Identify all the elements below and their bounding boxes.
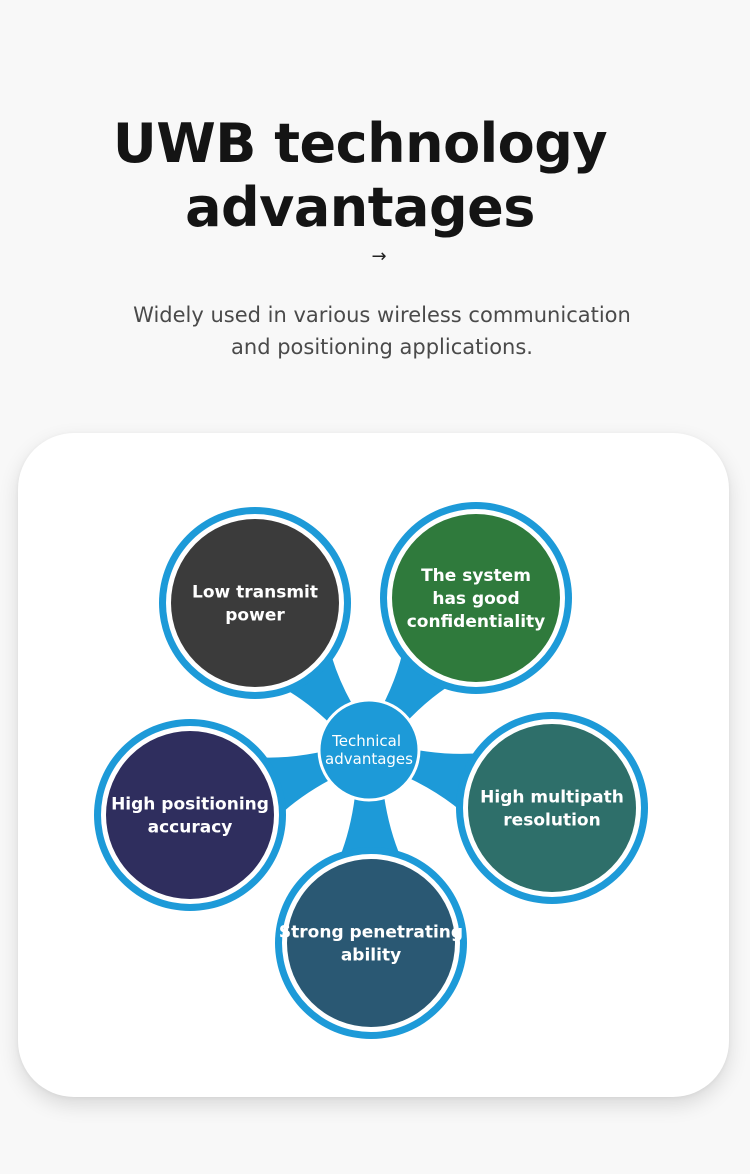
advantage-nodes: Low transmit power The system has good confi… [106,514,636,1027]
node-circle-strong-penetrating-ability [287,859,455,1027]
node-high-multipath-resolution: High multipath resolution [468,724,636,892]
node-label-line: High positioning [111,795,269,815]
node-circle-low-transmit-power [171,519,339,687]
node-label-line: accuracy [148,818,233,838]
node-good-confidentiality: The system has good confidentiality [392,514,560,682]
node-label-line: Low transmit [192,583,318,603]
title-line-1: UWB technology [112,112,608,175]
hub-label-line-1: Technical [331,732,401,750]
node-label-line: confidentiality [407,612,546,632]
hub: Technical advantages [317,698,421,802]
node-label-line: has good [432,589,519,609]
hub-label-line-2: advantages [325,750,413,768]
node-low-transmit-power: Low transmit power [171,519,339,687]
subtitle-line-2: and positioning applications. [231,335,533,359]
node-label-high-multipath-resolution: High multipath resolution [480,788,624,831]
title-line-2: advantages [185,176,535,239]
hub-label: Technical advantages [325,732,413,768]
node-circle-high-multipath-resolution [468,724,636,892]
node-circle-high-positioning-accuracy [106,731,274,899]
node-label-good-confidentiality: The system has good confidentiality [407,566,546,632]
page-subtitle: Widely used in various wireless communic… [90,299,674,363]
node-circle-good-confidentiality [392,514,560,682]
node-label-line: Strong penetrating [279,923,463,943]
node-label-strong-penetrating-ability: Strong penetrating ability [279,923,463,966]
hub-circle [317,698,421,802]
subtitle-line-1: Widely used in various wireless communic… [133,303,631,327]
node-label-line: power [225,606,285,626]
arrow-right-icon: → [371,246,387,267]
node-label-high-positioning-accuracy: High positioning accuracy [111,795,269,838]
node-high-positioning-accuracy: High positioning accuracy [106,731,274,899]
page-title: UWB technology advantages [0,112,720,240]
node-label-line: High multipath [480,788,624,808]
node-strong-penetrating-ability: Strong penetrating ability [279,859,463,1027]
node-label-line: ability [341,946,401,966]
node-label-line: resolution [503,811,600,831]
node-label-line: The system [421,566,531,586]
node-label-low-transmit-power: Low transmit power [192,583,318,626]
